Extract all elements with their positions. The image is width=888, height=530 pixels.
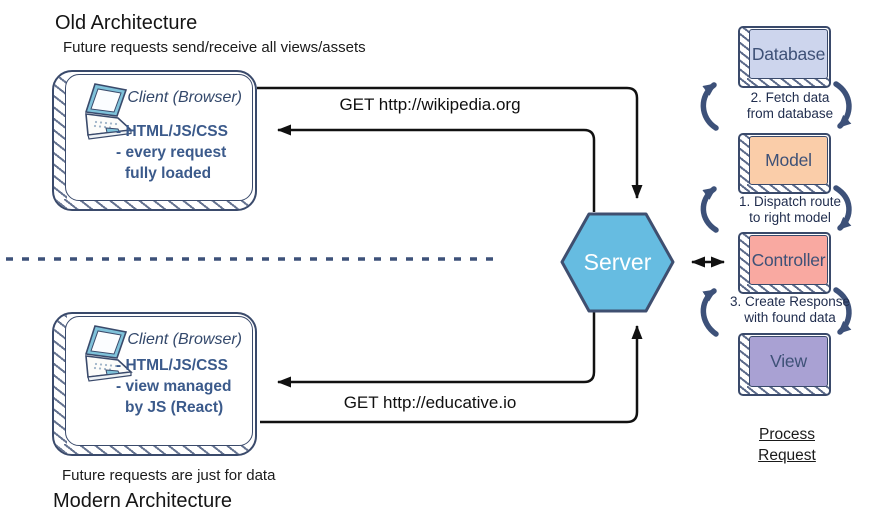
- old-client-box: Client (Browser) - HTML/JS/CSS - every r…: [52, 70, 257, 211]
- old-request-arrow: [257, 86, 643, 199]
- view-box: View: [738, 333, 831, 396]
- caption-line: Process: [759, 426, 815, 443]
- step-fetch-data: 2. Fetch data from database: [712, 90, 868, 122]
- modern-request-url-label: GET http://educative.io: [343, 393, 517, 412]
- sketch-hatch-left: [740, 28, 750, 86]
- sketch-hatch-left: [54, 314, 67, 454]
- sketch-hatch-left: [740, 335, 750, 394]
- database-to-model-curved-arrow: [833, 81, 852, 129]
- sketch-hatch-bottom: [64, 444, 255, 454]
- modern-architecture-title: Modern Architecture: [53, 490, 232, 512]
- controller-box: Controller: [738, 232, 831, 294]
- sketch-hatch-bottom: [747, 184, 829, 192]
- step-dispatch-route: 1. Dispatch route to right model: [712, 194, 868, 226]
- model-label: Model: [749, 136, 828, 185]
- laptop-icon: [84, 83, 133, 140]
- step-create-response: 3. Create Response with found data: [712, 294, 868, 326]
- step-line: to right model: [749, 210, 831, 225]
- sketch-hatch-bottom: [64, 199, 255, 209]
- caption-line: Request: [758, 447, 816, 464]
- controller-label: Controller: [749, 235, 828, 285]
- old-request-url-label: GET http://wikipedia.org: [339, 95, 521, 114]
- bullet-line: - HTML/JS/CSS: [116, 123, 228, 140]
- server-hexagon: [560, 212, 675, 313]
- sketch-hatch-left: [54, 72, 67, 209]
- old-client-label: Client (Browser): [127, 89, 242, 106]
- modern-client-label: Client (Browser): [127, 331, 242, 348]
- sketch-hatch-bottom: [747, 386, 829, 394]
- controller-to-model-curved-arrow: [700, 186, 719, 233]
- bullet-line: - HTML/JS/CSS: [116, 357, 228, 374]
- bullet-line: - every request: [116, 144, 227, 161]
- sketch-hatch-bottom: [747, 284, 829, 292]
- bullet-line: by JS (React): [125, 399, 224, 416]
- sketch-hatch-bottom: [747, 78, 829, 86]
- controller-to-view-curved-arrow: [833, 287, 852, 335]
- database-label: Database: [749, 29, 828, 79]
- step-line: with found data: [744, 310, 836, 325]
- view-to-controller-curved-arrow: [700, 288, 719, 337]
- laptop-icon: [84, 325, 133, 382]
- process-request-caption: Process Request: [712, 424, 862, 466]
- model-to-database-curved-arrow: [700, 82, 719, 131]
- modern-architecture-subtitle: Future requests are just for data: [62, 467, 276, 484]
- bullet-line: - view managed: [116, 378, 232, 395]
- old-response-arrow: [277, 124, 596, 212]
- step-line: from database: [746, 106, 834, 121]
- old-architecture-subtitle: Future requests send/receive all views/a…: [63, 39, 366, 56]
- modern-client-box: Client (Browser) - HTML/JS/CSS - view ma…: [52, 312, 257, 456]
- old-client-bullets: - HTML/JS/CSS - every request fully load…: [116, 121, 228, 184]
- sketch-hatch-left: [740, 234, 750, 292]
- step-line: 2. Fetch data: [750, 90, 830, 105]
- server-label: Server: [583, 249, 652, 275]
- model-box: Model: [738, 133, 831, 194]
- modern-request-arrow: [260, 325, 643, 424]
- old-client-box-face: Client (Browser) - HTML/JS/CSS - every r…: [65, 74, 253, 201]
- modern-response-arrow: [277, 312, 596, 388]
- model-to-controller-curved-arrow: [833, 185, 852, 231]
- view-label: View: [749, 336, 828, 387]
- database-box: Database: [738, 26, 831, 88]
- modern-client-box-face: Client (Browser) - HTML/JS/CSS - view ma…: [65, 316, 253, 446]
- modern-client-bullets: - HTML/JS/CSS - view managed by JS (Reac…: [116, 355, 231, 418]
- step-line: 3. Create Response: [729, 294, 851, 309]
- sketch-hatch-left: [740, 135, 750, 192]
- bullet-line: fully loaded: [125, 165, 212, 182]
- step-line: 1. Dispatch route: [738, 194, 842, 209]
- old-architecture-title: Old Architecture: [55, 12, 198, 34]
